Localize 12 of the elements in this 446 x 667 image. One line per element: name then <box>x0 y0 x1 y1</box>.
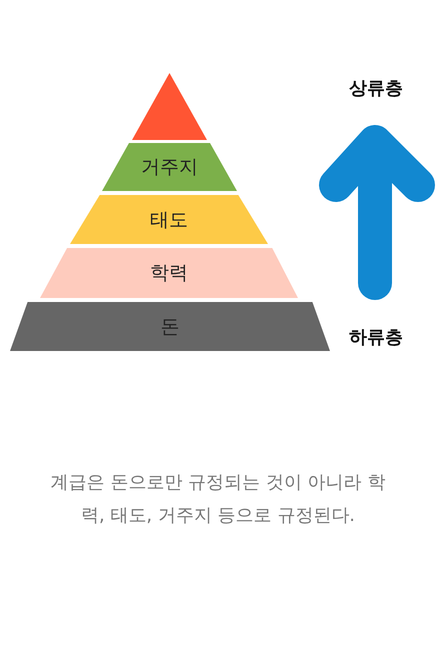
pyramid-layer <box>70 195 268 244</box>
pyramid-layer <box>10 302 330 351</box>
layer-label: 돈 <box>160 314 180 340</box>
pyramid-apex <box>132 73 207 140</box>
layer-label: 태도 <box>149 208 189 232</box>
class-label: 상류층 <box>349 77 403 100</box>
layer-label: 거주지 <box>140 155 199 180</box>
class-label: 하류층 <box>349 326 403 349</box>
caption: 계급은 돈으로만 규정되는 것이 아니라 학력, 태도, 거주지 등으로 규정된다. <box>50 471 386 528</box>
pyramid-layer <box>40 248 298 298</box>
pyramid-layer <box>102 143 237 191</box>
layer-label: 학력 <box>149 261 189 286</box>
